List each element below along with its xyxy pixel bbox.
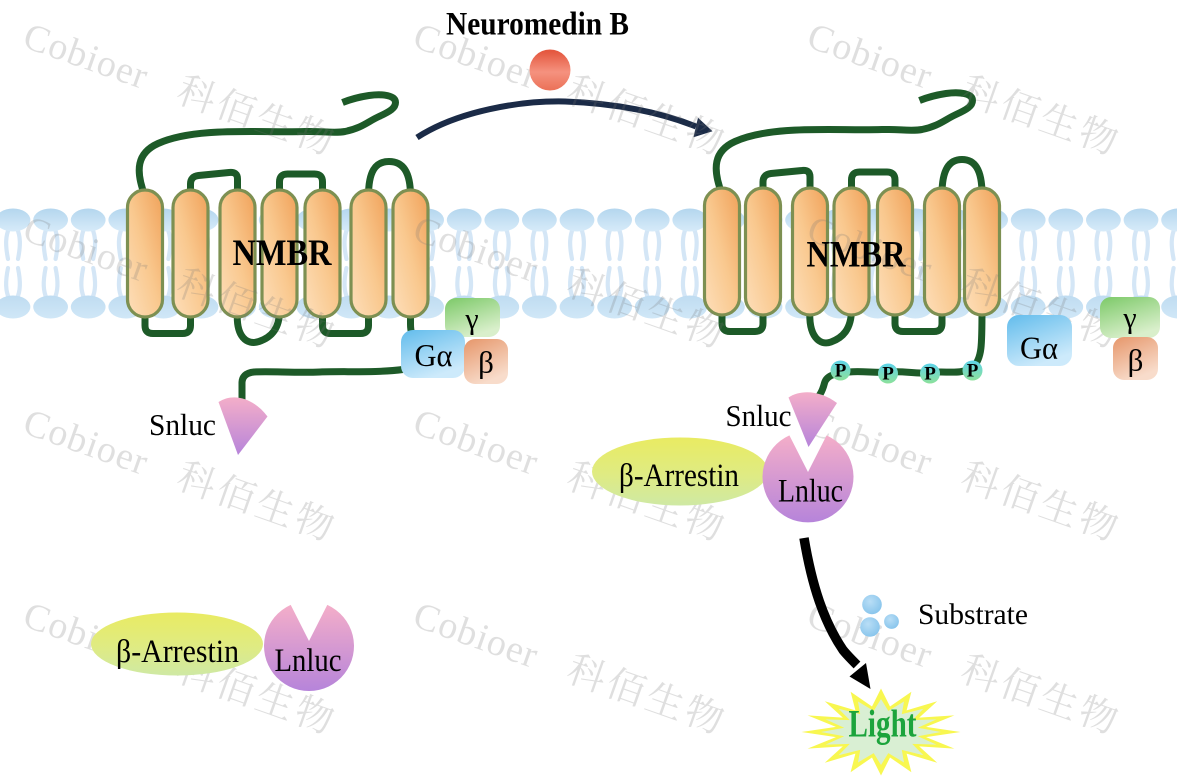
svg-text:Gα: Gα <box>1020 330 1058 366</box>
svg-text:P: P <box>967 361 979 382</box>
svg-text:Lnluc: Lnluc <box>778 474 843 510</box>
svg-text:γ: γ <box>464 303 478 336</box>
svg-text:NMBR: NMBR <box>233 233 333 274</box>
svg-text:Gα: Gα <box>415 337 453 373</box>
svg-text:γ: γ <box>1122 302 1136 335</box>
svg-text:Light: Light <box>849 702 917 746</box>
svg-text:P: P <box>924 364 936 385</box>
svg-text:NMBR: NMBR <box>807 235 907 276</box>
svg-text:Lnluc: Lnluc <box>275 643 342 679</box>
svg-text:β-Arrestin: β-Arrestin <box>116 634 239 670</box>
svg-text:Neuromedin B: Neuromedin B <box>446 7 629 43</box>
svg-text:P: P <box>835 361 847 382</box>
svg-text:Substrate: Substrate <box>918 598 1028 631</box>
svg-text:Snluc: Snluc <box>149 407 216 442</box>
svg-text:β-Arrestin: β-Arrestin <box>619 458 739 494</box>
svg-text:Snluc: Snluc <box>726 398 792 433</box>
svg-text:P: P <box>882 364 894 385</box>
svg-text:β: β <box>1128 343 1144 378</box>
svg-text:β: β <box>478 345 494 380</box>
